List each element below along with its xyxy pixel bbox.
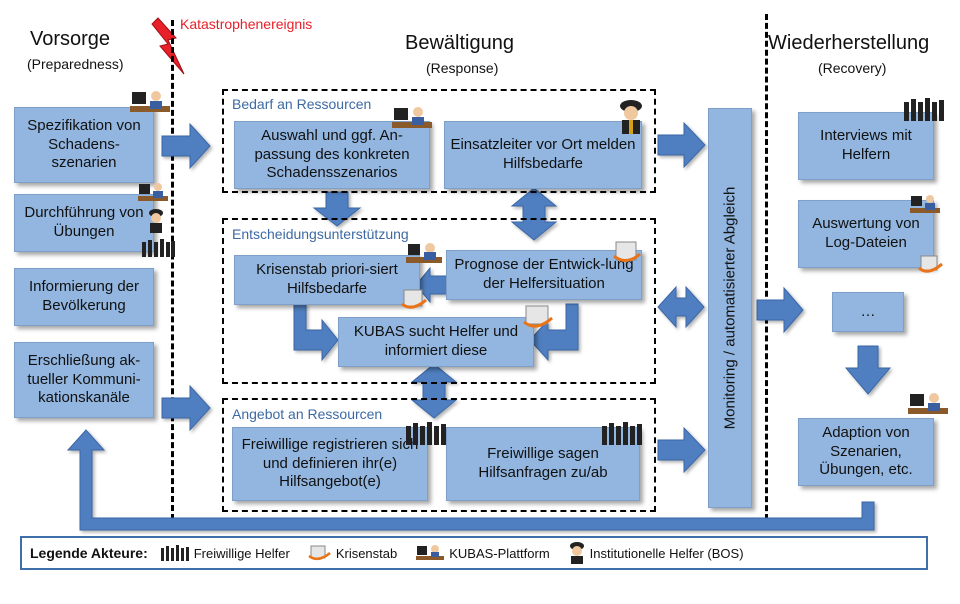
kubas-plattform-icon bbox=[908, 393, 948, 414]
box-erschliessung-kommunikationskanaele: Erschließung ak-tueller Kommuni-kationsk… bbox=[14, 342, 154, 418]
arrow-auswahl-down bbox=[312, 191, 362, 227]
arrow-prognose-to-krisenstab bbox=[415, 266, 449, 304]
kubas-plattform-icon bbox=[910, 195, 940, 213]
box-interviews-helfern: Interviews mit Helfern bbox=[798, 112, 934, 180]
freiwillige-helfer-icon bbox=[160, 545, 189, 561]
group-title-bedarf: Bedarf an Ressourcen bbox=[232, 96, 372, 112]
legend-label-kubas: KUBAS-Plattform bbox=[449, 545, 550, 561]
event-label: Katastrophenereignis bbox=[180, 16, 313, 32]
krisenstab-icon bbox=[613, 241, 641, 262]
box-freiwillige-sagen-zu-ab: Freiwillige sagen Hilfsanfragen zu/ab bbox=[446, 427, 640, 501]
phase-title-vorsorge: Vorsorge bbox=[30, 28, 111, 50]
kubas-plattform-icon bbox=[392, 107, 432, 128]
group-entscheidungsunterstuetzung bbox=[222, 218, 656, 384]
box-prognose-helfersituation: Prognose der Entwick-lung der Helfersitu… bbox=[446, 250, 642, 300]
separator-preparedness-response bbox=[171, 20, 174, 520]
arrow-prognose-to-kubas bbox=[529, 303, 579, 362]
freiwillige-helfer-icon bbox=[904, 98, 944, 121]
phase-subtitle-vorsorge: (Preparedness) bbox=[27, 56, 124, 72]
legend-item-bos: Institutionelle Helfer (BOS) bbox=[568, 542, 744, 564]
kubas-plattform-icon bbox=[406, 243, 442, 263]
group-title-angebot: Angebot an Ressourcen bbox=[232, 406, 383, 422]
arrow-bedarf-to-monitoring bbox=[657, 121, 706, 169]
phase-title-bewaeltigung: Bewältigung bbox=[405, 32, 514, 54]
box-adaption-szenarien: Adaption von Szenarien, Übungen, etc. bbox=[798, 418, 934, 486]
arrow-angebot-to-monitoring bbox=[657, 426, 706, 474]
box-auswahl-schadensszenario: Auswahl und ggf. An-passung des konkrete… bbox=[234, 121, 430, 189]
freiwillige-helfer-icon bbox=[602, 422, 642, 445]
phase-title-wiederherstellung: Wiederherstellung bbox=[768, 32, 930, 54]
box-ellipsis: … bbox=[832, 292, 904, 332]
phase-subtitle-wiederherstellung: (Recovery) bbox=[818, 60, 887, 76]
freiwillige-helfer-icon bbox=[406, 422, 446, 445]
legend-heading: Legende Akteure: bbox=[30, 545, 148, 561]
kubas-plattform-icon bbox=[416, 545, 445, 560]
group-title-entscheidung: Entscheidungsunterstützung bbox=[232, 226, 409, 242]
institutionelle-helfer-icon bbox=[620, 100, 642, 134]
box-informierung-bevoelkerung: Informierung der Bevölkerung bbox=[14, 268, 154, 326]
legend-item-kubas: KUBAS-Plattform bbox=[415, 543, 550, 563]
legend-item-krisenstab: Krisenstab bbox=[308, 543, 397, 563]
arrow-recovery-down bbox=[844, 345, 892, 395]
group-bedarf-an-ressourcen bbox=[222, 89, 656, 193]
arrow-krisenstab-to-kubas bbox=[293, 303, 339, 362]
legend-label-bos: Institutionelle Helfer (BOS) bbox=[589, 545, 744, 561]
krisenstab-icon bbox=[308, 545, 331, 561]
box-spezifikation-schadensszenarien: Spezifikation von Schadens-szenarien bbox=[14, 107, 154, 183]
legend: Legende Akteure: Freiwillige Helfer Kris… bbox=[20, 536, 928, 570]
institutionelle-helfer-icon bbox=[569, 542, 584, 564]
freiwillige-helfer-icon bbox=[142, 239, 175, 257]
box-kubas-sucht-helfer: KUBAS sucht Helfer und informiert diese bbox=[338, 317, 534, 367]
box-monitoring-abgleich: Monitoring / automatisierter Abgleich bbox=[708, 108, 752, 508]
institutionelle-helfer-icon bbox=[149, 209, 163, 233]
arrow-vorsorge-to-bedarf bbox=[161, 122, 211, 170]
box-krisenstab-priorisiert: Krisenstab priori-siert Hilfsbedarfe bbox=[234, 255, 420, 305]
legend-label-freiwillige: Freiwillige Helfer bbox=[193, 545, 290, 561]
kubas-plattform-icon bbox=[138, 183, 168, 201]
krisenstab-icon bbox=[401, 289, 427, 309]
arrow-monitoring-to-recovery bbox=[756, 286, 804, 334]
box-einsatzleiter-hilfsbedarfe: Einsatzleiter vor Ort melden Hilfsbedarf… bbox=[444, 121, 642, 189]
legend-label-krisenstab: Krisenstab bbox=[335, 545, 398, 561]
krisenstab-icon bbox=[523, 305, 553, 328]
kubas-plattform-icon bbox=[130, 91, 170, 112]
phase-subtitle-bewaeltigung: (Response) bbox=[426, 60, 499, 76]
monitoring-label: Monitoring / automatisierter Abgleich bbox=[721, 186, 739, 430]
legend-item-freiwillige: Freiwillige Helfer bbox=[160, 544, 290, 562]
arrow-entscheidung-monitoring-both bbox=[657, 285, 705, 329]
arrow-vorsorge-to-angebot bbox=[161, 384, 211, 432]
feedback-loop-arrow bbox=[66, 429, 875, 531]
arrow-einsatzleiter-prognose-both bbox=[510, 187, 558, 241]
box-durchfuehrung-uebungen: Durchführung von Übungen bbox=[14, 194, 154, 252]
box-freiwillige-registrieren: Freiwillige registrieren sich und defini… bbox=[232, 427, 428, 501]
separator-response-recovery bbox=[765, 14, 768, 520]
group-angebot-an-ressourcen bbox=[222, 398, 656, 512]
krisenstab-icon bbox=[918, 255, 943, 273]
